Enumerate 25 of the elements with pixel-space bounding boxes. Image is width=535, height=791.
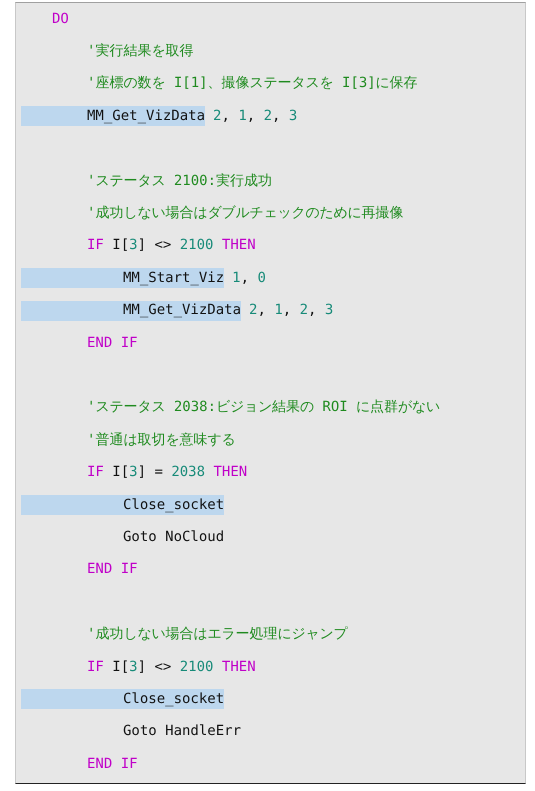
code-line: Goto NoCloud (123, 528, 224, 547)
code-comment: '普通は取切を意味する (87, 430, 236, 450)
code-comment: 'ステータス 2100:実行成功 (87, 172, 272, 191)
code-comment: '成功しない場合はエラー処理にジャンプ (87, 625, 348, 644)
code-line: END IF (87, 754, 138, 774)
code-comment: '座標の数を I[1]、撮像ステータスを I[3]に保存 (87, 74, 418, 94)
code-line: IF I[3] = 2038 THEN (87, 463, 248, 482)
code-line: DO (52, 10, 69, 29)
code-line: IF I[3] <> 2100 THEN (87, 658, 256, 676)
highlighted-code: MM_Get_VizData (21, 106, 206, 126)
code-panel (15, 2, 526, 784)
highlighted-code: MM_Get_VizData (21, 300, 242, 321)
code-arguments: 2, 1, 2, 3 (249, 301, 334, 320)
highlighted-code: Close_socket (21, 495, 224, 516)
code-line: Goto HandleErr (123, 722, 242, 742)
code-comment: '成功しない場合はダブルチェックのために再撮像 (87, 204, 404, 224)
code-line: IF I[3] <> 2100 THEN (87, 236, 256, 256)
highlighted-code: Close_socket (21, 689, 224, 710)
code-line: END IF (87, 560, 138, 580)
highlighted-code: MM_Start_Viz (21, 268, 224, 288)
code-arguments: 2, 1, 2, 3 (213, 106, 298, 126)
code-arguments: 1, 0 (232, 268, 266, 288)
code-line: END IF (87, 334, 138, 353)
code-comment: 'ステータス 2038:ビジョン結果の ROI に点群がない (87, 398, 440, 418)
code-comment: '実行結果を取得 (87, 42, 194, 62)
